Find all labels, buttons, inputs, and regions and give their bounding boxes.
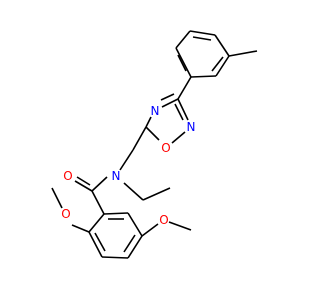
- molecule-structure-diagram: N N O N O O O: [51, 30, 258, 259]
- bond: [127, 235, 143, 259]
- bond: [101, 256, 129, 259]
- bond: [189, 30, 216, 36]
- bond-layer: [51, 30, 258, 259]
- bond: [76, 176, 91, 186]
- bond: [91, 176, 108, 192]
- amide-nitrogen-atom: N: [112, 169, 121, 183]
- bond: [71, 224, 90, 233]
- bond: [215, 55, 230, 77]
- bond: [168, 221, 192, 231]
- oxadiazole-n2-atom: N: [187, 120, 196, 134]
- bond: [177, 54, 187, 72]
- bond: [175, 30, 191, 49]
- left-methoxy-oxygen-label: O: [61, 207, 70, 221]
- bond: [88, 213, 105, 233]
- bond: [161, 98, 179, 108]
- oxadiazole-n4-label: N: [151, 104, 160, 118]
- bond: [132, 126, 147, 151]
- amide-oxygen-atom: O: [63, 169, 72, 183]
- bond: [51, 187, 63, 209]
- bond: [192, 36, 212, 41]
- oxadiazole-n2-label: N: [187, 120, 196, 134]
- bond: [174, 103, 184, 121]
- bond: [123, 234, 136, 253]
- oxadiazole-n4-atom: N: [151, 104, 160, 118]
- bond: [171, 131, 186, 144]
- right-methoxy-oxygen-atom: O: [159, 213, 168, 227]
- oxadiazole-o1-atom: O: [161, 141, 170, 155]
- left-methoxy-oxygen-atom: O: [61, 207, 70, 221]
- oxadiazole-o1-label: O: [161, 141, 170, 155]
- bond: [211, 56, 224, 72]
- bond: [127, 212, 143, 237]
- bond: [145, 126, 160, 141]
- bond: [94, 232, 106, 252]
- bond: [142, 187, 171, 201]
- bond: [145, 116, 152, 128]
- bond: [88, 231, 103, 258]
- amide-oxygen-label: O: [63, 169, 72, 183]
- bond: [74, 180, 93, 192]
- bond: [214, 34, 230, 57]
- right-methoxy-oxygen-label: O: [159, 213, 168, 227]
- amide-nitrogen-label: N: [112, 169, 121, 183]
- bond: [190, 75, 217, 78]
- bond: [160, 93, 175, 101]
- bond: [177, 98, 189, 121]
- bond: [91, 190, 105, 215]
- bond: [228, 50, 258, 57]
- bond: [141, 223, 159, 237]
- bond: [123, 182, 144, 201]
- bond: [103, 212, 129, 215]
- atom-label-layer: N N O N O O O: [61, 104, 195, 227]
- bond: [177, 76, 192, 100]
- bond: [119, 149, 134, 171]
- bond: [175, 47, 192, 78]
